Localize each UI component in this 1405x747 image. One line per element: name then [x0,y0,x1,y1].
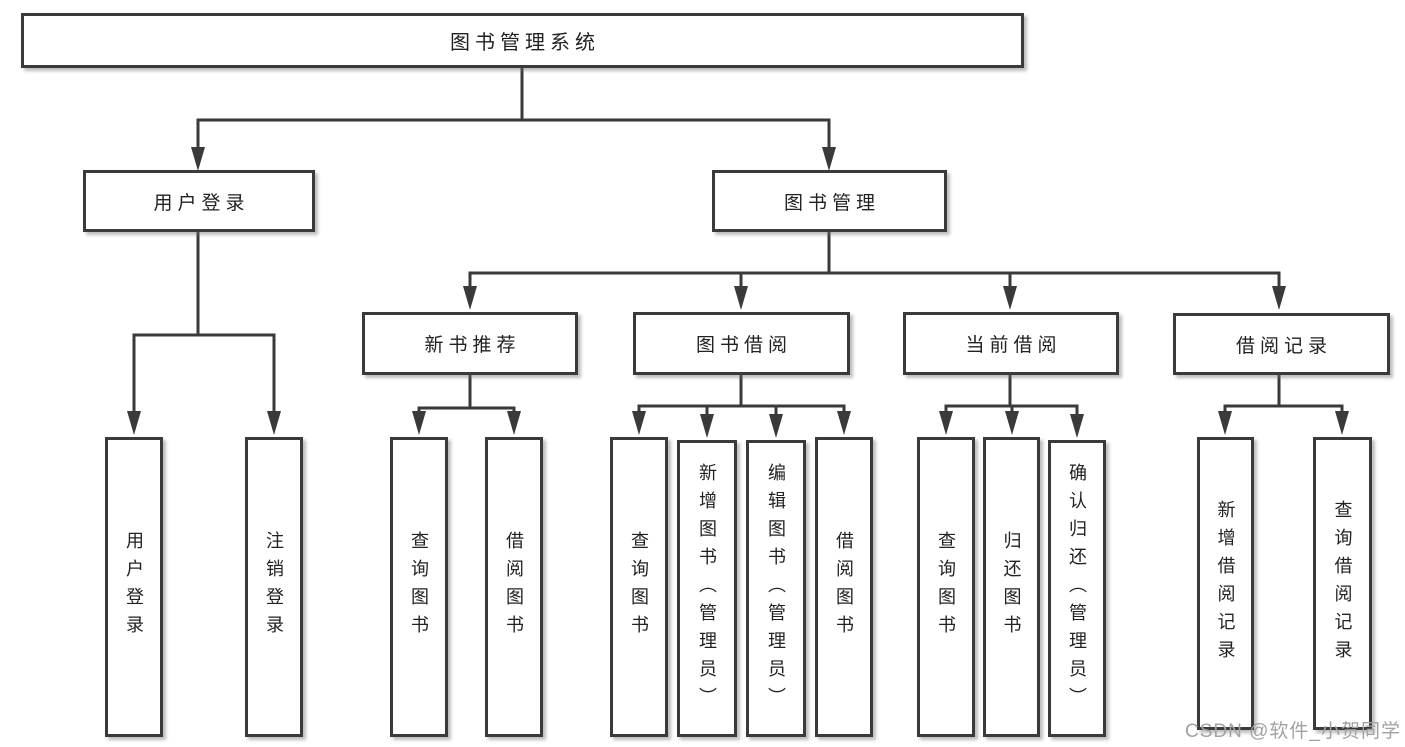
arrowheads [127,147,1349,438]
leaf-current-query-books: 查询图书 [917,437,975,737]
leaf-current-return-books: 归还图书 [983,437,1040,737]
arrow-down-icon [1005,411,1019,435]
arrow-down-icon [734,286,748,310]
leaf-logout: 注销登录 [245,437,303,737]
leaf-borrowing-query-books: 查询图书 [610,437,668,737]
arrow-down-icon [1003,286,1017,310]
arrow-down-icon [632,411,646,435]
leaf-borrowing-edit-books-admin: 编辑图书（管理员） [746,440,806,737]
leaf-current-confirm-return-admin: 确认归还（管理员） [1048,440,1106,737]
arrow-down-icon [769,414,783,438]
node-book-borrowing: 图书借阅 [633,312,850,375]
arrow-down-icon [1272,286,1286,310]
node-new-book-recommend: 新书推荐 [362,312,578,375]
arrow-down-icon [1335,411,1349,435]
csdn-watermark: CSDN @软件_小贺同学 [1185,721,1401,742]
arrow-down-icon [267,411,281,435]
leaf-borrowing-borrow-books: 借阅图书 [815,437,873,737]
arrow-down-icon [939,411,953,435]
arrow-down-icon [1070,414,1084,438]
arrow-down-icon [191,147,205,171]
node-book-management: 图书管理 [712,170,947,232]
arrow-down-icon [507,411,521,435]
arrow-down-icon [1218,411,1232,435]
node-current-borrowing: 当前借阅 [903,312,1119,375]
leaf-recommend-borrow-books: 借阅图书 [485,437,543,737]
node-root-title: 图书管理系统 [21,13,1024,68]
arrow-down-icon [822,147,836,171]
leaf-user-login: 用户登录 [105,437,163,737]
leaf-records-query-record: 查询借阅记录 [1313,437,1372,730]
leaf-recommend-query-books: 查询图书 [390,437,448,737]
leaf-records-add-record: 新增借阅记录 [1197,437,1254,730]
node-user-login: 用户登录 [83,170,315,232]
arrow-down-icon [463,286,477,310]
arrow-down-icon [700,414,714,438]
node-borrowing-records: 借阅记录 [1173,313,1390,375]
leaf-borrowing-add-books-admin: 新增图书（管理员） [677,440,737,737]
arrow-down-icon [837,411,851,435]
arrow-down-icon [412,411,426,435]
arrow-down-icon [127,411,141,435]
